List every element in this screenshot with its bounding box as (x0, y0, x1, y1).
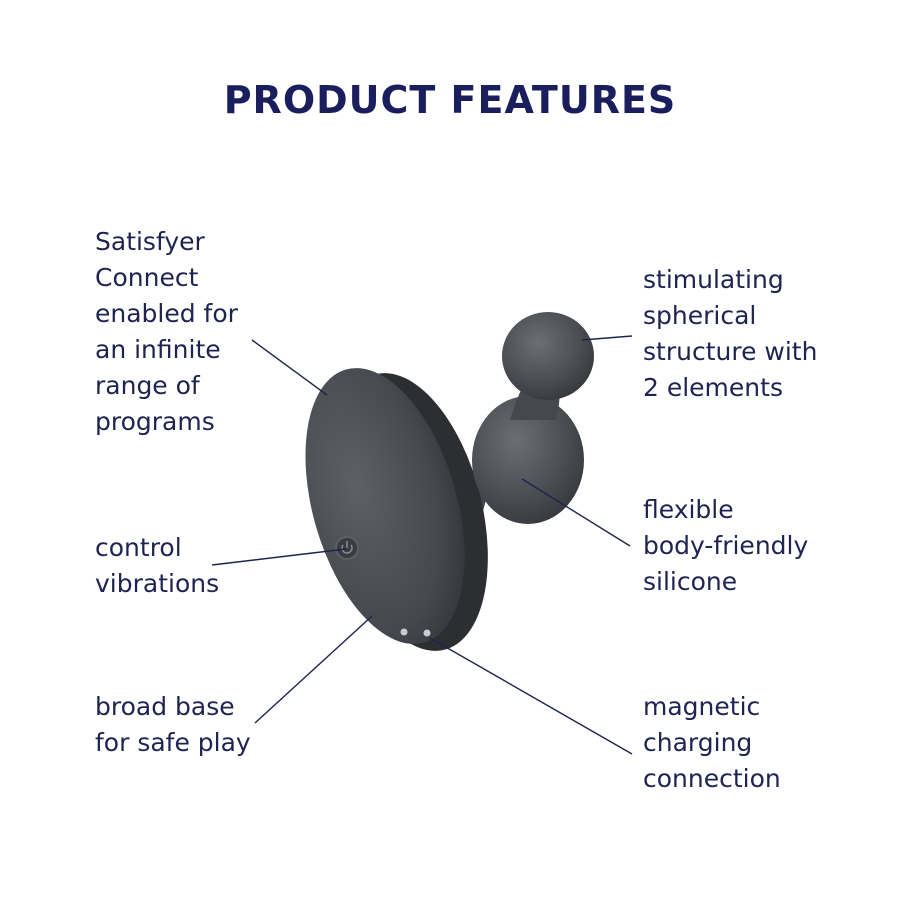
product-lower-ball (472, 396, 584, 524)
product-base-face (305, 368, 465, 644)
leader-line-sphere (581, 335, 633, 341)
page-title: PRODUCT FEATURES (223, 78, 677, 122)
leader-line-silicone (521, 478, 631, 547)
power-symbol-icon (341, 541, 353, 554)
leader-line-base (254, 615, 373, 724)
charging-contact-icon (423, 629, 431, 637)
feature-label-base: broad base for safe play (95, 692, 251, 757)
leader-line-control (211, 548, 347, 566)
charging-contact-icon (400, 628, 408, 636)
feature-label-sphere: stimulating spherical structure with 2 e… (643, 265, 818, 402)
leader-line-connect (251, 339, 328, 396)
leader-line-magnet (429, 637, 633, 755)
feature-label-magnet: magnetic charging connection (643, 692, 781, 793)
feature-label-silicone: flexible body-friendly silicone (643, 495, 809, 596)
product-upper-ball (502, 312, 594, 400)
feature-label-control: control vibrations (95, 533, 220, 598)
feature-label-connect: Satisfyer Connect enabled for an infinit… (95, 227, 238, 436)
